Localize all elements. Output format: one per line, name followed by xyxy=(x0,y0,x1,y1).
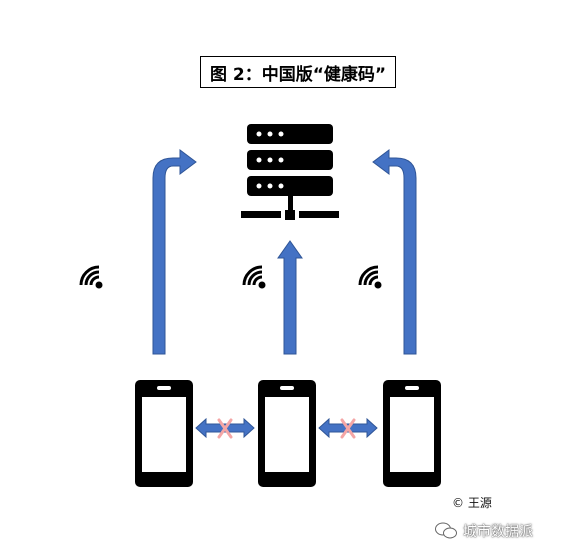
figure-title: 图 2：中国版“健康码” xyxy=(200,56,396,88)
wifi-icon xyxy=(358,265,382,289)
watermark-text: 城市数据派 xyxy=(463,524,533,540)
right-upload-arrow xyxy=(372,149,417,355)
phone-icon xyxy=(258,380,316,487)
wifi-icon xyxy=(242,265,266,289)
watermark: 城市数据派 xyxy=(435,520,533,542)
phone-icon xyxy=(383,380,441,487)
blocked-x-icon xyxy=(217,418,233,439)
left-upload-arrow xyxy=(152,149,197,355)
center-upload-arrow xyxy=(277,240,303,355)
blocked-x-icon xyxy=(340,418,356,439)
server-icon xyxy=(241,124,339,220)
wifi-icon xyxy=(79,265,103,289)
phone-icon xyxy=(135,380,193,487)
copyright-text: © 王源 xyxy=(452,496,492,510)
wechat-icon xyxy=(435,522,457,539)
